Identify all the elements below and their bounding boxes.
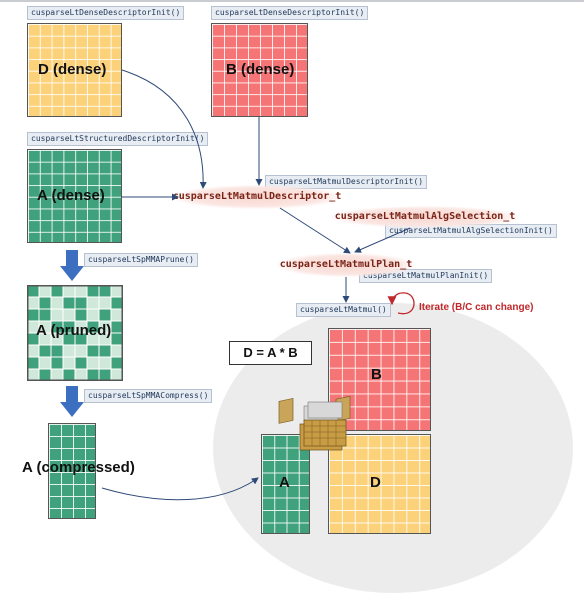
a-result-label: A xyxy=(279,474,290,491)
block-arrows xyxy=(60,250,84,417)
a-compressed-label: A (compressed) xyxy=(22,459,135,476)
iterate-label: Iterate (B/C can change) xyxy=(419,302,534,313)
a-pruned-matrix xyxy=(27,285,123,381)
pruned-cell xyxy=(110,368,123,381)
d-dense-matrix xyxy=(27,23,122,117)
matmul-call-label: cusparseLtMatmul() xyxy=(296,303,391,317)
compress-label: cusparseLtSpMMACompress() xyxy=(84,389,213,403)
prune-label: cusparseLtSpMMAPrune() xyxy=(84,253,198,267)
matmul-descriptor-oval: cusparseLtMatmulDescriptor_t xyxy=(172,185,342,209)
d-result-label: D xyxy=(370,474,381,491)
iterate-loop-arrow xyxy=(387,292,415,315)
d-dense-init-label: cusparseLtDenseDescriptorInit() xyxy=(27,6,185,20)
a-compressed-matrix xyxy=(48,423,96,519)
a-dense-matrix xyxy=(27,149,122,243)
a-pruned-label: A (pruned) xyxy=(36,322,112,339)
compress-block-arrow xyxy=(60,386,84,417)
d-to-descriptor-arrow xyxy=(121,69,207,189)
matmul-descriptor-init-label: cusparseLtMatmulDescriptorInit() xyxy=(265,175,428,189)
a-result-matrix xyxy=(261,434,310,534)
algsel-to-plan-arrow xyxy=(354,227,411,253)
d-dense-label: D (dense) xyxy=(38,61,107,78)
equation-text: D = A * B xyxy=(243,345,298,360)
b-dense-matrix xyxy=(211,23,308,117)
plan-oval: cusparseLtMatmulPlan_t xyxy=(277,253,415,277)
equation-box: D = A * B xyxy=(229,341,312,365)
b-result-label: B xyxy=(371,366,382,383)
a-structured-init-label: cusparseLtStructuredDescriptorInit() xyxy=(27,132,209,146)
a-dense-label: A (dense) xyxy=(37,187,105,204)
d-result-matrix xyxy=(328,434,431,534)
compressed-to-result-arrow xyxy=(101,477,259,501)
prune-block-arrow xyxy=(60,250,84,281)
b-dense-label: B (dense) xyxy=(226,61,295,78)
b-dense-init-label: cusparseLtDenseDescriptorInit() xyxy=(211,6,369,20)
top-divider xyxy=(0,0,584,2)
alg-selection-oval: cusparseLtMatmulAlgSelection_t xyxy=(330,206,520,228)
descriptor-to-plan-arrow xyxy=(279,207,351,254)
connector-arrows xyxy=(60,69,415,501)
tensor-core-icon xyxy=(278,395,351,451)
